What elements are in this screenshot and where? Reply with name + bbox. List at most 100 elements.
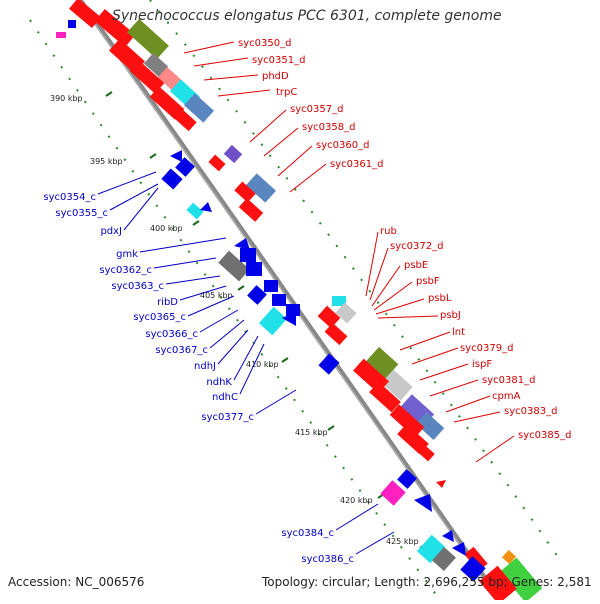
genome-title: Synechococcus elongatus PCC 6301, comple… [112,8,502,24]
gene-arrow [442,530,454,542]
gene-label: syc0358_d [302,122,355,133]
gene-label: cpmA [492,391,521,402]
genome-summary: Topology: circular; Length: 2,696,255 bp… [262,575,592,589]
gene-block [68,20,76,28]
gene-label: syc0362_c [99,265,152,276]
gene-label: syc0383_d [504,406,557,417]
gene-block [223,144,243,164]
gene-label: psbJ [440,310,461,321]
gene-label: syc0354_c [43,192,96,203]
gene-block [218,250,250,282]
gene-block [208,154,226,172]
gene-label: ndhK [206,377,232,388]
gene-label: syc0379_d [460,343,513,354]
gene-arrow [170,150,182,162]
gene-block [380,480,406,506]
gene-block [460,556,486,582]
gene-block [415,412,445,440]
gene-block [175,157,195,177]
gene-block [245,173,277,203]
gene-block [143,53,169,77]
gene-block [365,346,399,380]
gene-block [234,181,256,203]
gene-label: syc0366_c [145,329,198,340]
tick-label: 400 kbp [150,224,183,233]
gene-arrow [282,312,296,326]
gene-arrow [414,494,432,512]
gene-block [369,381,401,413]
gene-block [499,557,543,603]
gene-label: trpC [276,87,297,98]
forward-features [69,0,543,604]
gene-label: syc0385_d [518,430,571,441]
gene-block [318,353,340,375]
tick-label: 405 kbp [200,291,233,300]
reverse-labels: syc0354_c syc0355_c pdxJ gmk syc0362_c s… [43,192,354,565]
gene-block [169,104,197,132]
reverse-leaders [97,171,395,555]
gene-label: syc0381_d [482,375,535,386]
gene-arrow [234,238,250,250]
gene-block [246,262,262,276]
tick-label: 390 kbp [50,94,83,103]
gene-block [272,294,286,306]
forward-labels: syc0350_d syc0351_d phdD trpC syc0357_d … [238,38,571,441]
gene-block [381,369,413,401]
gene-block [94,9,136,47]
outer-track-left [29,19,441,601]
gene-label: pdxJ [100,226,122,237]
gene-label: syc0355_c [55,208,108,219]
gene-arrow [436,480,446,488]
gene-label: ndhJ [194,361,216,372]
gene-block [397,469,417,489]
gene-label: psbE [404,260,428,271]
scale-tick-labels: 390 kbp 395 kbp 400 kbp 405 kbp 410 kbp … [50,94,419,546]
gene-block [129,60,165,94]
gene-label: syc0384_c [281,528,334,539]
gene-label: lnt [452,327,465,338]
gene-block [432,546,456,572]
gene-label: psbL [428,293,452,304]
gene-block [69,0,101,29]
gene-label: syc0377_c [201,412,254,423]
gene-label: syc0386_c [301,554,354,565]
gene-block [186,202,204,220]
gene-block [324,322,348,346]
gene-label: syc0365_c [133,312,186,323]
gene-block [238,198,264,222]
gene-arrow [200,202,212,212]
gene-block [264,280,278,292]
tick-label: 395 kbp [90,157,123,166]
gene-label: syc0363_c [111,281,164,292]
gene-block [240,248,256,262]
gene-block [127,18,169,60]
gene-block [258,306,288,336]
forward-leaders [183,41,515,463]
gene-label: ispF [472,359,492,370]
gene-label: syc0357_d [290,104,343,115]
gene-label: syc0367_c [155,345,208,356]
gene-block [332,296,346,306]
gene-block [389,404,425,438]
gene-block [183,93,215,123]
gene-block [335,302,357,324]
gene-block [247,285,267,305]
gene-label: syc0360_d [316,140,369,151]
gene-label: syc0372_d [390,241,443,252]
tick-label: 425 kbp [386,537,419,546]
accession-label: Accession: NC_006576 [8,575,145,589]
outer-track-right [149,0,561,561]
gene-block [413,440,435,462]
gene-label: phdD [262,71,289,82]
gene-label: ribD [157,297,178,308]
tick-label: 415 kbp [295,428,328,437]
gene-block [479,565,517,604]
tick-label: 410 kbp [246,360,279,369]
reverse-features [56,20,486,582]
gene-block [286,304,300,316]
gene-label: rub [380,226,397,237]
gene-block [501,549,517,565]
gene-block [56,32,66,38]
gene-label: syc0350_d [238,38,291,49]
